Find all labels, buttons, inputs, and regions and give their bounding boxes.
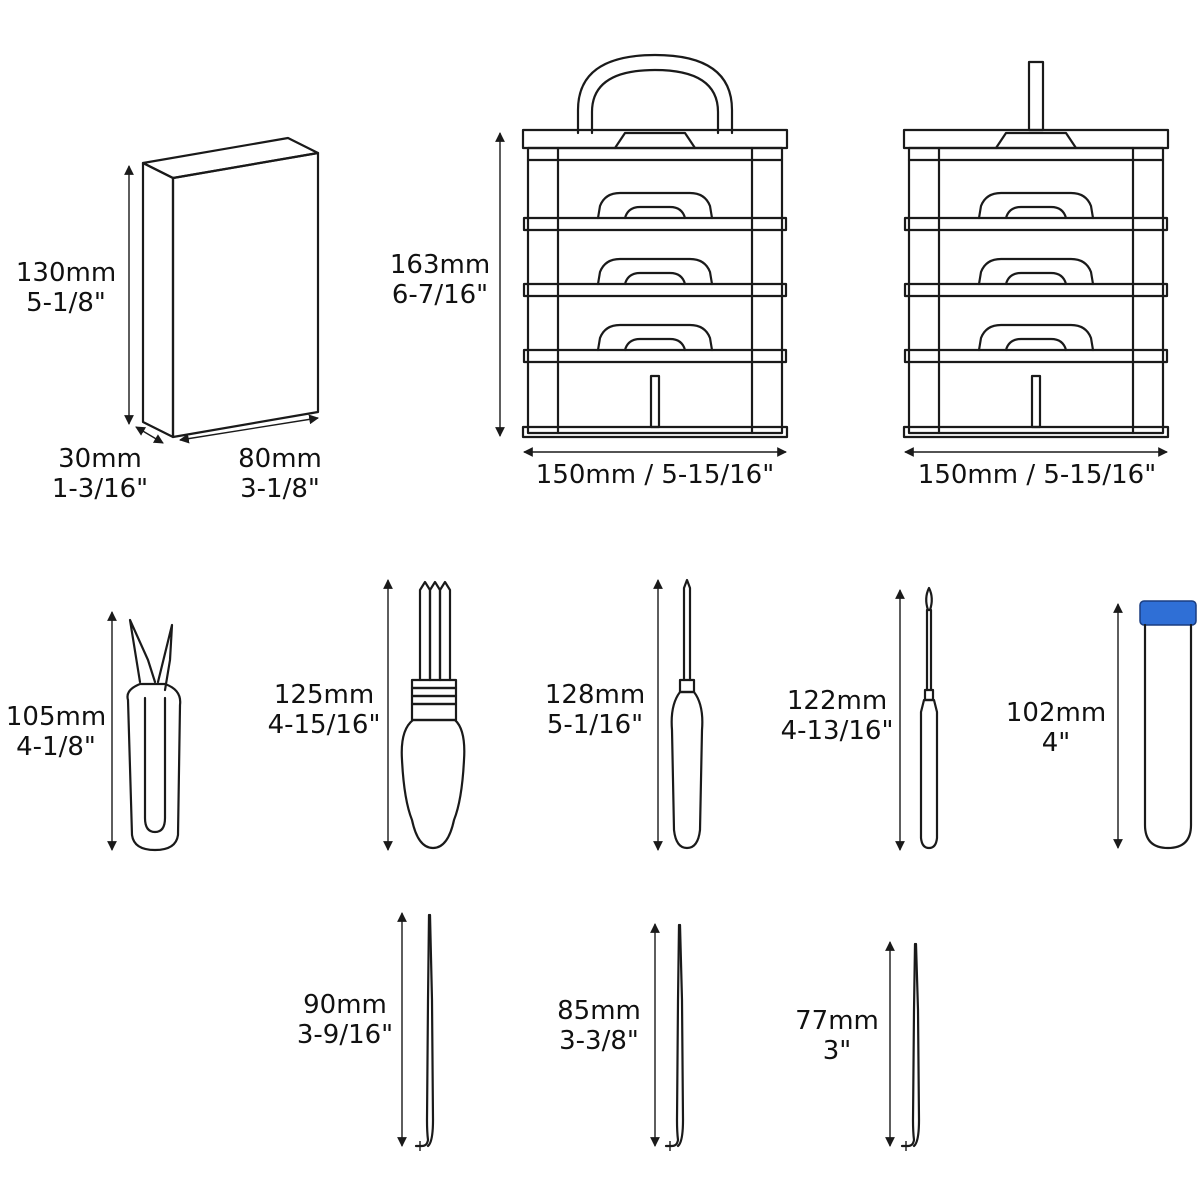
- box-width-arrow: [179, 414, 319, 444]
- needle-large-inch: 3-9/16": [296, 1020, 394, 1050]
- needle-small-mm: 77mm: [795, 1006, 879, 1036]
- box-depth-inch: 1-3/16": [51, 474, 149, 504]
- needle-medium-mm: 85mm: [557, 996, 641, 1026]
- thin-needle-tool-label: 122mm 4-13/16": [776, 686, 898, 746]
- storage-tube-label: 102mm 4": [996, 698, 1116, 758]
- needle-medium-label: 85mm 3-3/8": [544, 996, 654, 1056]
- box-depth-label: 30mm 1-3/16": [40, 444, 160, 504]
- scissors-inch: 4-1/8": [16, 732, 96, 762]
- case-height-label: 163mm 6-7/16": [380, 250, 500, 310]
- multi-needle-tool-drawing: [400, 580, 466, 850]
- case-height-inch: 6-7/16": [391, 280, 489, 310]
- multi-needle-tool-label: 125mm 4-15/16": [262, 680, 386, 740]
- needle-medium-inch: 3-3/8": [559, 1026, 639, 1056]
- single-needle-tool-drawing: [670, 578, 704, 850]
- multi-needle-tool-inch: 4-15/16": [267, 710, 381, 740]
- box-width-mm: 80mm: [238, 444, 322, 474]
- single-needle-tool-mm: 128mm: [544, 680, 646, 710]
- storage-tube-mm: 102mm: [1005, 698, 1107, 728]
- box-width-label: 80mm 3-1/8": [220, 444, 340, 504]
- single-needle-tool-inch: 5-1/16": [546, 710, 644, 740]
- foam-box-drawing: [141, 136, 320, 439]
- thin-needle-tool-drawing: [919, 586, 939, 850]
- case-height-mm: 163mm: [389, 250, 491, 280]
- multi-needle-tool-mm: 125mm: [273, 680, 375, 710]
- thin-needle-tool-inch: 4-13/16": [780, 716, 894, 746]
- scissors-mm: 105mm: [5, 702, 107, 732]
- case-handle-width-label: 150mm / 5-15/16": [535, 460, 775, 490]
- box-depth-mm: 30mm: [58, 444, 142, 474]
- box-height-label: 130mm 5-1/8": [6, 258, 126, 318]
- storage-tube-drawing: [1139, 600, 1197, 850]
- needle-small-label: 77mm 3": [782, 1006, 892, 1066]
- needle-large-mm: 90mm: [303, 990, 387, 1020]
- box-width-inch: 3-1/8": [240, 474, 320, 504]
- box-height-inch: 5-1/8": [26, 288, 106, 318]
- needle-large-drawing: [414, 913, 435, 1151]
- case-plain-width-label: 150mm / 5-15/16": [917, 460, 1157, 490]
- box-depth-arrow: [135, 426, 164, 444]
- scissors-label: 105mm 4-1/8": [0, 702, 112, 762]
- needle-large-label: 90mm 3-9/16": [290, 990, 400, 1050]
- scissors-drawing: [126, 618, 182, 852]
- needle-small-drawing: [900, 942, 921, 1151]
- box-height-mm: 130mm: [15, 258, 117, 288]
- single-needle-tool-label: 128mm 5-1/16": [536, 680, 654, 740]
- drawer-case-handle-drawing: [521, 53, 789, 439]
- storage-tube-inch: 4": [1041, 728, 1071, 758]
- needle-medium-drawing: [664, 923, 685, 1151]
- needle-small-inch: 3": [822, 1036, 852, 1066]
- tube-cap: [1139, 600, 1197, 626]
- drawer-case-plain-drawing: [902, 60, 1170, 439]
- thin-needle-tool-mm: 122mm: [786, 686, 888, 716]
